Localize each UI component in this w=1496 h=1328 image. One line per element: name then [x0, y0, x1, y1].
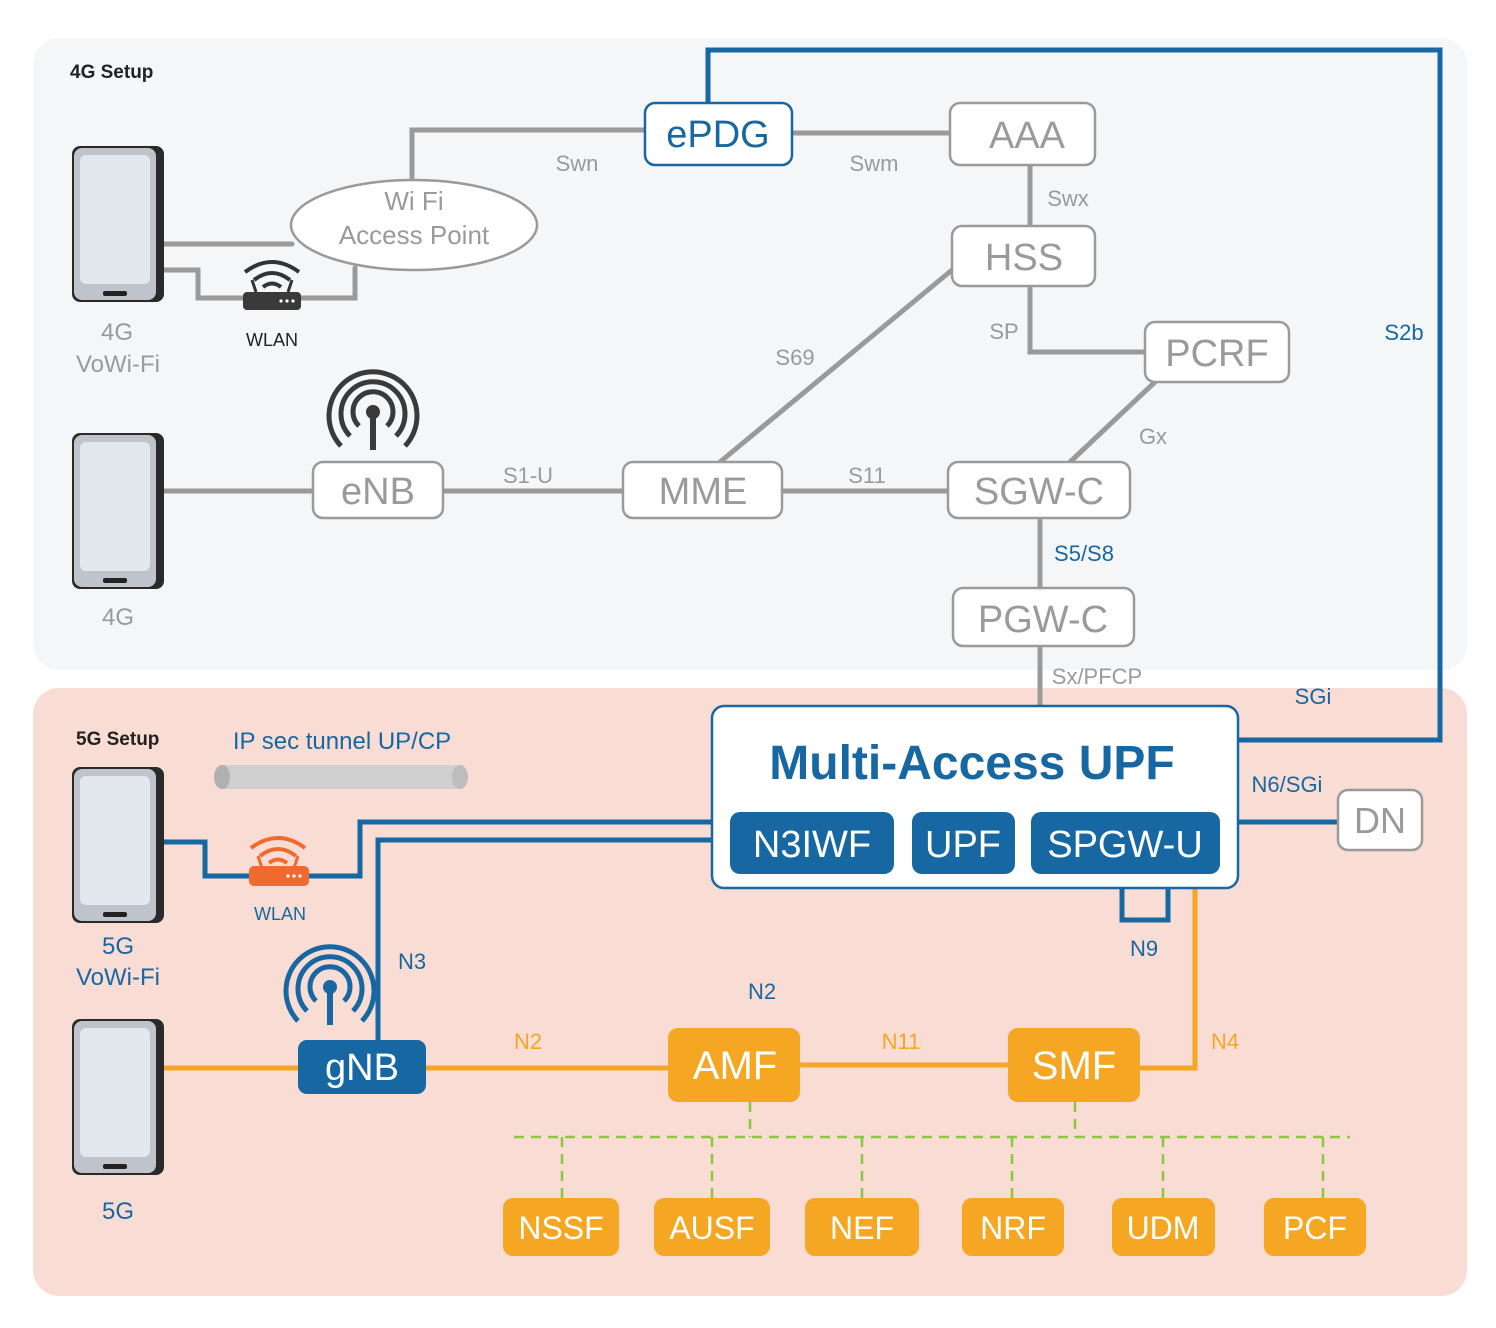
section-title-4g: 4G Setup [70, 62, 153, 83]
node-dn-label: DN [1354, 800, 1406, 841]
wifi-access-point: Wi Fi Access Point [289, 178, 539, 272]
iface-s1u: S1-U [503, 463, 553, 488]
nf-nef: NEF [805, 1198, 919, 1256]
router-4g-icon [243, 260, 301, 310]
node-sgwc: SGW-C [946, 460, 1132, 520]
device-label-5g: 5G [102, 1198, 134, 1225]
upf-upf-box [912, 812, 1015, 874]
ipsec-tunnel-icon [214, 765, 468, 789]
nf-nrf-label: NRF [980, 1210, 1046, 1246]
nf-nssf-label: NSSF [518, 1210, 603, 1246]
router-5g-icon [249, 836, 309, 886]
phone-5g-vowifi-icon [72, 767, 164, 923]
iface-sxpfcp: Sx/PFCP [1052, 664, 1142, 689]
nf-pcf: PCF [1264, 1198, 1366, 1256]
nf-pcf-label: PCF [1283, 1210, 1347, 1246]
iface-swn: Swn [556, 151, 599, 176]
node-enb: eNB [311, 460, 445, 520]
iface-n11: N11 [882, 1029, 921, 1054]
node-pgwc-label: PGW-C [978, 599, 1108, 641]
device-label-4g: 4G [102, 604, 134, 631]
phone-5g-icon [72, 1019, 164, 1175]
iface-s11: S11 [848, 463, 886, 488]
links-4g [157, 127, 1158, 709]
iface-s2b: S2b [1384, 320, 1423, 345]
iface-swx: Swx [1047, 186, 1089, 211]
upf-upf-label: UPF [925, 824, 1001, 866]
node-hss-label: HSS [985, 237, 1063, 279]
section-title-5g: 5G Setup [76, 729, 159, 750]
nf-nrf: NRF [962, 1198, 1064, 1256]
node-mme-label: MME [659, 471, 748, 513]
wifi-ap-line1: Wi Fi [384, 186, 443, 216]
nf-nssf: NSSF [503, 1198, 619, 1256]
wlan-label-5g: WLAN [254, 904, 306, 924]
node-gnb: gNB [298, 1040, 426, 1094]
upf-n3iwf-box [730, 812, 894, 874]
iface-n4: N4 [1211, 1029, 1239, 1054]
node-pcrf: PCRF [1143, 320, 1291, 384]
node-smf-label: SMF [1032, 1044, 1116, 1088]
node-pcrf-label: PCRF [1165, 333, 1268, 375]
device-label-4g-vowifi-2: VoWi-Fi [76, 351, 160, 378]
node-sgwc-label: SGW-C [974, 471, 1104, 513]
node-aaa: AAA [948, 101, 1097, 167]
upf-spgwu-label: SPGW-U [1047, 824, 1203, 866]
node-epdg: ePDG [643, 101, 794, 167]
upf-title: Multi-Access UPF [769, 737, 1174, 790]
wifi-ap-line2: Access Point [339, 220, 490, 250]
nf-udm: UDM [1112, 1198, 1215, 1256]
wlan-label-4g: WLAN [246, 330, 298, 350]
service-bus [514, 1102, 1350, 1198]
upf-n3iwf-label: N3IWF [753, 824, 871, 866]
device-label-4g-vowifi-1: 4G [101, 319, 133, 346]
node-smf: SMF [1008, 1028, 1140, 1102]
node-enb-label: eNB [341, 471, 415, 513]
iface-sgi: SGi [1295, 684, 1332, 709]
node-aaa-label: AAA [989, 115, 1066, 157]
device-label-5g-vowifi-1: 5G [102, 933, 134, 960]
iface-n2: N2 [514, 1029, 542, 1054]
nf-udm-label: UDM [1127, 1210, 1200, 1246]
node-hss: HSS [950, 224, 1097, 288]
node-pgwc: PGW-C [951, 586, 1136, 648]
phone-4g-icon [72, 433, 164, 589]
node-amf: AMF [668, 1028, 800, 1102]
upf-spgwu-box [1031, 812, 1220, 874]
device-label-5g-vowifi-2: VoWi-Fi [76, 964, 160, 991]
iface-gx: Gx [1139, 424, 1167, 449]
iface-n2-top: N2 [748, 979, 776, 1004]
iface-swm: Swm [850, 151, 899, 176]
links-orange [160, 888, 1198, 1071]
nf-ausf: AUSF [654, 1198, 770, 1256]
phone-4g-vowifi-icon [72, 146, 164, 302]
iface-n6sgi: N6/SGi [1252, 772, 1323, 797]
multi-access-upf: Multi-Access UPF N3IWF UPF SPGW-U [710, 704, 1240, 890]
node-amf-label: AMF [693, 1044, 777, 1088]
nf-nef-label: NEF [830, 1210, 894, 1246]
enb-antenna-icon [326, 369, 420, 450]
tunnel-label: IP sec tunnel UP/CP [233, 728, 451, 755]
iface-n9: N9 [1130, 936, 1158, 961]
iface-s69: S69 [775, 345, 814, 370]
iface-sp: SP [989, 319, 1018, 344]
iface-s5s8: S5/S8 [1054, 541, 1114, 566]
node-gnb-label: gNB [325, 1047, 399, 1089]
iface-n3: N3 [398, 949, 426, 974]
node-epdg-label: ePDG [666, 114, 769, 156]
nf-ausf-label: AUSF [669, 1210, 754, 1246]
gnb-antenna-icon [283, 944, 377, 1025]
node-mme: MME [621, 460, 784, 520]
node-dn: DN [1336, 788, 1424, 852]
